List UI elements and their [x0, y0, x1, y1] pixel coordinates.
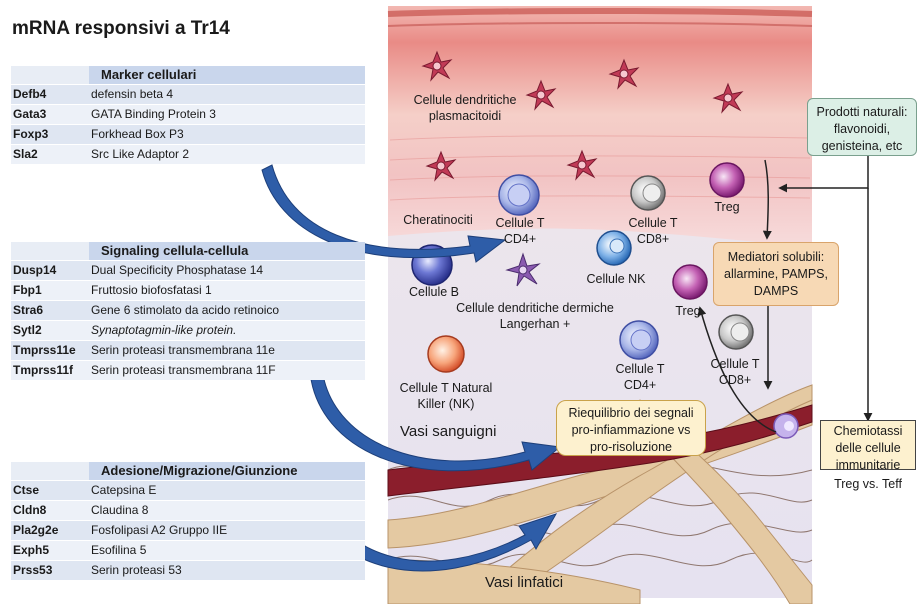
table-row: Exph5 Esofilina 5	[11, 540, 365, 560]
gene-cell: Gata3	[13, 107, 47, 121]
gene-cell: Exph5	[13, 543, 50, 557]
table-markers: Marker cellulari Defb4 defensin beta 4 Ga…	[11, 66, 365, 164]
table-header: Signaling cellula-cellula	[89, 242, 365, 260]
desc-cell: GATA Binding Protein 3	[91, 107, 216, 121]
table-row: Gata3 GATA Binding Protein 3	[11, 104, 365, 124]
desc-cell: Synaptotagmin-like protein.	[91, 323, 237, 337]
gene-cell: Tmprss11e	[13, 343, 76, 357]
table-row: Pla2g2e Fosfolipasi A2 Gruppo IIE	[11, 520, 365, 540]
table-header: Marker cellulari	[89, 66, 365, 84]
table-header: Adesione/Migrazione/Giunzione	[89, 462, 365, 480]
nkt-cell	[427, 335, 465, 373]
table-row: Ctse Catepsina E	[11, 480, 365, 500]
gene-cell: Foxp3	[13, 127, 49, 141]
soluble-mediators-box: Mediatori solubili: allarmine, PAMPS, DA…	[713, 242, 839, 306]
table-signaling: Signaling cellula-cellula Dusp14 Dual Spe…	[11, 242, 365, 380]
migrating-cell	[773, 413, 799, 439]
table-row: Tmprss11f Serin proteasi transmembrana 11…	[11, 360, 365, 380]
gene-cell: Dusp14	[13, 263, 57, 277]
table-row: Cldn8 Claudina 8	[11, 500, 365, 520]
table-row: Tmprss11e Serin proteasi transmembrana 11…	[11, 340, 365, 360]
gene-cell: Fbp1	[13, 283, 42, 297]
table-row: Prss53 Serin proteasi 53	[11, 560, 365, 580]
gene-cell: Sla2	[13, 147, 38, 161]
label-b-cell: Cellule B	[408, 285, 460, 299]
label-treg-vs-teff: Treg vs. Teff	[834, 477, 902, 491]
treg-top	[709, 162, 745, 198]
arrow-markers-to-cells	[261, 164, 507, 263]
desc-cell: Fosfolipasi A2 Gruppo IIE	[91, 523, 228, 537]
table-row: Fbp1 Fruttosio biofosfatasi 1	[11, 280, 365, 300]
epidermis	[388, 6, 812, 248]
signal-balance-box: Riequilibrio dei segnali pro-infiammazio…	[556, 400, 706, 456]
label-treg-top: Treg	[714, 200, 740, 214]
label-cd4-mid: Cellule T CD4+	[615, 362, 665, 393]
table-row: Defb4 defensin beta 4	[11, 84, 365, 104]
treg-mid	[672, 264, 708, 300]
label-blood-vessels: Vasi sanguigni	[400, 423, 497, 440]
table-row: Stra6 Gene 6 stimolato da acido retinoico	[11, 300, 365, 320]
arrow-signaling-to-balance	[309, 367, 562, 472]
label-nkt: Cellule T Natural Killer (NK)	[399, 381, 493, 412]
label-cd8-mid: Cellule T CD8+	[710, 357, 760, 388]
table-adhesion: Adesione/Migrazione/Giunzione Ctse Cateps…	[11, 462, 365, 580]
label-keratinocytes: Cheratinociti	[403, 213, 473, 227]
gene-cell: Stra6	[13, 303, 44, 317]
desc-cell: Esofilina 5	[91, 543, 147, 557]
label-treg-mid: Treg	[675, 304, 701, 318]
table-row: Dusp14 Dual Specificity Phosphatase 14	[11, 260, 365, 280]
label-langerhans: Cellule dendritiche dermiche Langerhan +	[456, 301, 614, 332]
table-row: Sytl2 Synaptotagmin-like protein.	[11, 320, 365, 340]
chemotaxis-box: Chemiotassi delle cellule immunitarie	[820, 420, 916, 472]
desc-cell: defensin beta 4	[91, 87, 174, 101]
plasmacytoid-dc-cells	[421, 50, 744, 287]
label-lymph-vessels: Vasi linfatici	[485, 574, 564, 591]
desc-cell: Claudina 8	[91, 503, 149, 517]
label-cd8-top: Cellule T CD8+	[628, 216, 678, 247]
t-cell-cd4-mid	[619, 320, 659, 360]
nk-cell	[596, 230, 632, 266]
label-pdc: Cellule dendritiche plasmacitoidi	[413, 93, 517, 124]
t-cell-cd8-top	[630, 175, 666, 211]
desc-cell: Serin proteasi transmembrana 11F	[91, 363, 276, 377]
gene-cell: Cldn8	[13, 503, 47, 517]
desc-cell: Serin proteasi transmembrana 11e	[91, 343, 275, 357]
label-nk: Cellule NK	[586, 272, 646, 286]
page-title: mRNA responsivi a Tr14	[12, 18, 230, 39]
desc-cell: Dual Specificity Phosphatase 14	[91, 263, 264, 277]
gene-cell: Sytl2	[13, 323, 42, 337]
gene-cell: Pla2g2e	[13, 523, 59, 537]
label-cd4-top: Cellule T CD4+	[495, 216, 545, 247]
lymphatic-vessel	[387, 399, 813, 549]
desc-cell: Src Like Adaptor 2	[91, 147, 190, 161]
desc-cell: Serin proteasi 53	[91, 563, 182, 577]
gene-cell: Ctse	[13, 483, 40, 497]
desc-cell: Gene 6 stimolato da acido retinoico	[91, 303, 280, 317]
desc-cell: Forkhead Box P3	[91, 127, 184, 141]
t-cell-cd4-top	[498, 174, 540, 216]
table-row: Sla2 Src Like Adaptor 2	[11, 144, 365, 164]
desc-cell: Fruttosio biofosfatasi 1	[91, 283, 212, 297]
table-row: Foxp3 Forkhead Box P3	[11, 124, 365, 144]
desc-cell: Catepsina E	[91, 483, 157, 497]
gene-cell: Defb4	[13, 87, 47, 101]
natural-products-box: Prodotti naturali: flavonoidi, genistein…	[807, 98, 917, 156]
t-cell-cd8-mid	[718, 314, 754, 350]
gene-cell: Prss53	[13, 563, 53, 577]
gene-cell: Tmprss11f	[13, 363, 74, 377]
